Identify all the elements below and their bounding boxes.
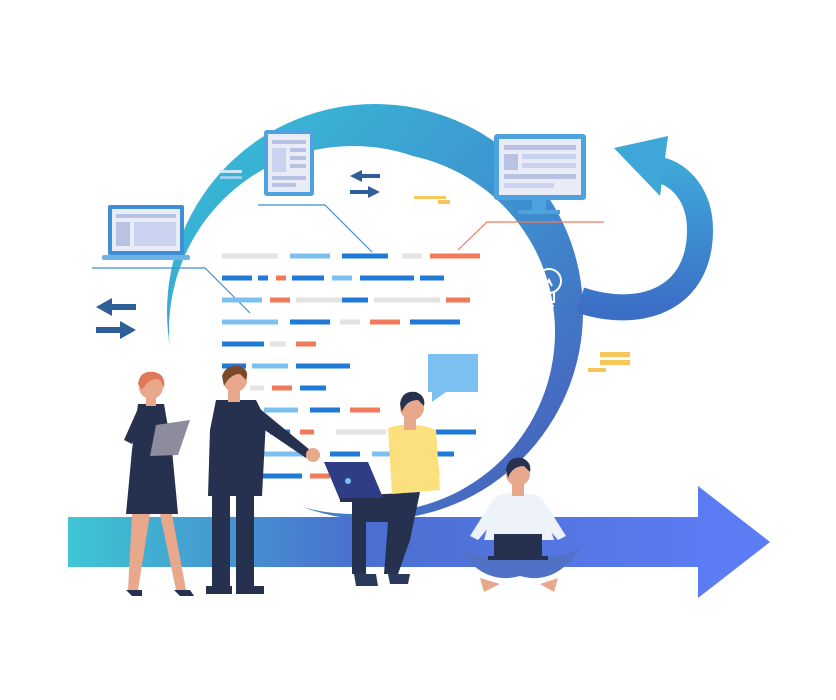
code-line-bar xyxy=(446,297,470,303)
swap-arrows-icon xyxy=(350,170,380,198)
code-line-bar xyxy=(270,341,286,347)
code-line-bar xyxy=(222,297,262,303)
code-line-bar xyxy=(402,253,422,259)
decor-dash xyxy=(220,176,242,179)
laptop-icon xyxy=(102,205,190,260)
person-man-cross-legged xyxy=(458,457,580,592)
code-line-bar xyxy=(290,253,330,259)
code-line-bar xyxy=(370,319,400,325)
code-line-bar xyxy=(222,253,278,259)
curved-arrow-icon xyxy=(575,136,714,321)
yellow-accent xyxy=(588,352,630,372)
code-line-bar xyxy=(262,473,302,479)
lightbulb-icon xyxy=(536,268,562,311)
code-line-bar xyxy=(410,319,460,325)
code-line-bar xyxy=(296,341,316,347)
code-line-bar xyxy=(350,407,380,413)
code-line-bar xyxy=(252,363,288,369)
code-line-bar xyxy=(374,297,440,303)
document-icon xyxy=(264,130,314,196)
code-line-bar xyxy=(332,275,352,281)
code-line-bar xyxy=(272,385,292,391)
swap-arrows-icon xyxy=(96,298,136,339)
code-line-bar xyxy=(222,275,252,281)
code-line-bar xyxy=(258,275,268,281)
person-man-laptop-sitting xyxy=(324,391,440,586)
code-line-bar xyxy=(292,275,324,281)
code-line-bar xyxy=(342,253,388,259)
decor-dash xyxy=(220,170,242,173)
code-line-bar xyxy=(262,451,318,457)
code-line-bar xyxy=(276,275,286,281)
code-line-bar xyxy=(300,385,326,391)
code-line-bar xyxy=(436,429,476,435)
person-man-pointing xyxy=(206,365,320,594)
code-line-bar xyxy=(270,297,290,303)
code-line-bar xyxy=(250,385,264,391)
code-line-bar xyxy=(340,319,360,325)
code-line-bar xyxy=(310,473,330,479)
code-line-bar xyxy=(310,407,340,413)
person-woman-tablet xyxy=(124,371,194,596)
code-line-bar xyxy=(420,275,444,281)
code-line-bar xyxy=(336,429,386,435)
monitor-icon xyxy=(494,134,586,214)
chat-bubble-icon xyxy=(428,354,478,402)
code-line-bar xyxy=(222,341,264,347)
yellow-accent xyxy=(414,196,450,204)
code-line-bar xyxy=(296,363,350,369)
code-line-bar xyxy=(222,319,278,325)
code-line-bar xyxy=(330,451,360,457)
code-line-bar xyxy=(290,319,330,325)
code-line-bar xyxy=(264,407,298,413)
code-line-bar xyxy=(300,429,314,435)
code-line-bar xyxy=(342,297,368,303)
code-line-bar xyxy=(360,275,414,281)
code-line-bar xyxy=(296,297,342,303)
code-line-bar xyxy=(430,253,480,259)
